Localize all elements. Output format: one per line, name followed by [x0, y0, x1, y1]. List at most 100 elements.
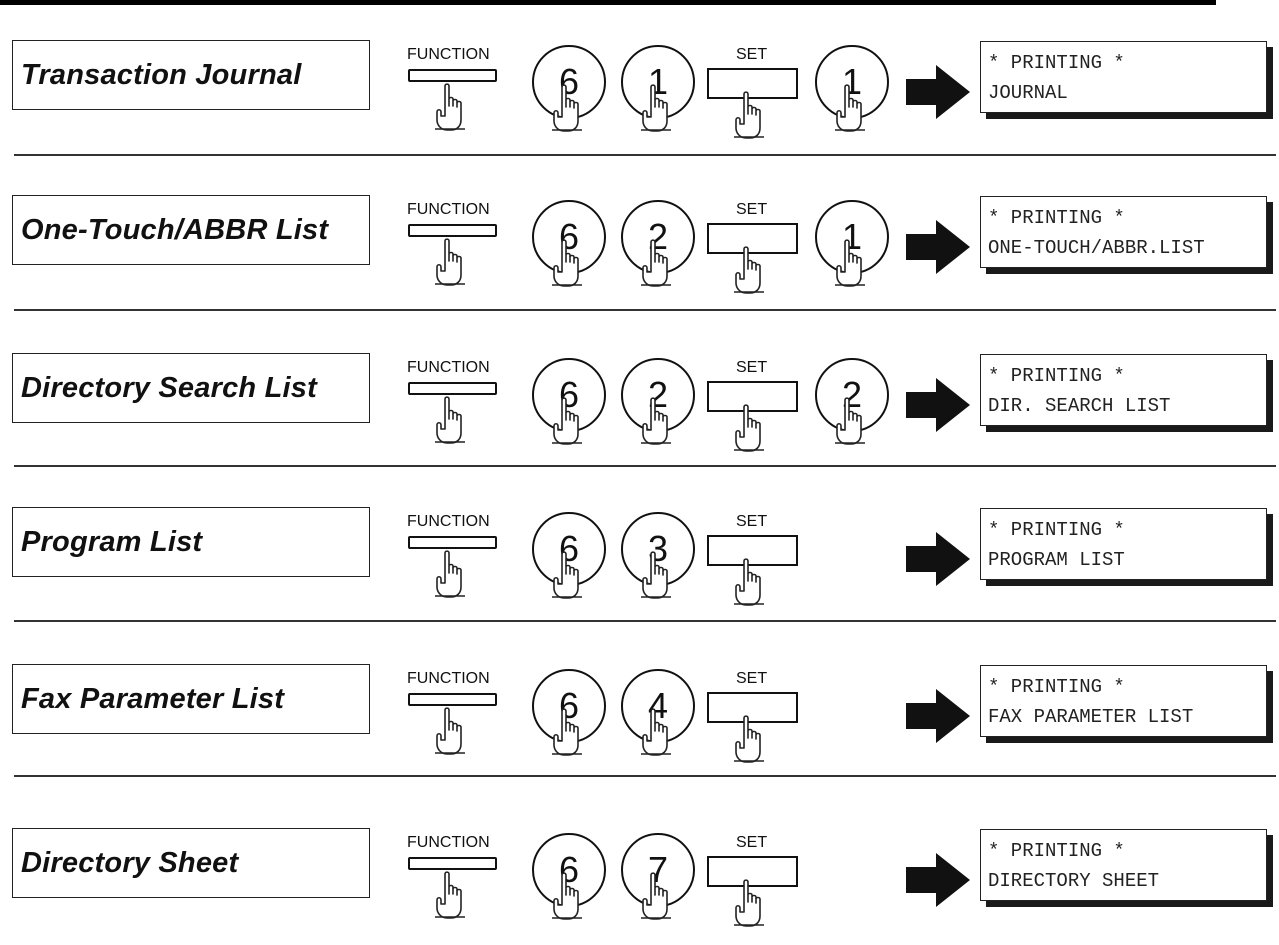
set-button[interactable]	[707, 223, 798, 254]
right-arrow-icon	[906, 689, 970, 743]
pointing-hand-icon	[637, 83, 681, 133]
display-line-1: * PRINTING *	[988, 52, 1125, 74]
display-line-2: PROGRAM LIST	[988, 549, 1125, 571]
function-key-label: FUNCTION	[407, 46, 490, 63]
function-button[interactable]	[408, 69, 497, 82]
row-divider	[14, 775, 1276, 777]
pointing-hand-icon	[431, 82, 475, 132]
function-key[interactable]: FUNCTION	[403, 359, 503, 449]
pointing-hand-icon	[548, 871, 592, 921]
set-button[interactable]	[707, 535, 798, 566]
set-key-label: SET	[736, 359, 768, 376]
pointing-hand-icon	[548, 396, 592, 446]
pointing-hand-icon	[730, 90, 774, 140]
pointing-hand-icon	[730, 557, 774, 607]
pointing-hand-icon	[831, 238, 875, 288]
report-title: Directory Sheet	[12, 828, 370, 898]
set-key-label: SET	[736, 201, 768, 218]
pointing-hand-icon	[431, 237, 475, 287]
lcd-display: * PRINTING * FAX PARAMETER LIST	[980, 665, 1267, 737]
pointing-hand-icon	[730, 403, 774, 453]
pointing-hand-icon	[431, 706, 475, 756]
function-key-label: FUNCTION	[407, 670, 490, 687]
top-rule	[0, 0, 1216, 5]
set-button[interactable]	[707, 68, 798, 99]
pointing-hand-icon	[431, 549, 475, 599]
function-key[interactable]: FUNCTION	[403, 46, 503, 136]
display-line-2: ONE-TOUCH/ABBR.LIST	[988, 237, 1205, 259]
display-line-2: JOURNAL	[988, 82, 1068, 104]
set-key-label: SET	[736, 834, 768, 851]
pointing-hand-icon	[637, 707, 681, 757]
pointing-hand-icon	[637, 550, 681, 600]
pointing-hand-icon	[637, 871, 681, 921]
set-key-label: SET	[736, 670, 768, 687]
function-key[interactable]: FUNCTION	[403, 201, 503, 291]
row-divider	[14, 620, 1276, 622]
pointing-hand-icon	[637, 238, 681, 288]
function-key[interactable]: FUNCTION	[403, 670, 503, 760]
pointing-hand-icon	[831, 396, 875, 446]
lcd-display: * PRINTING * DIRECTORY SHEET	[980, 829, 1267, 901]
function-button[interactable]	[408, 382, 497, 395]
row-divider	[14, 465, 1276, 467]
set-key[interactable]: SET	[706, 670, 800, 763]
display-line-1: * PRINTING *	[988, 676, 1125, 698]
set-key-label: SET	[736, 46, 768, 63]
pointing-hand-icon	[637, 396, 681, 446]
set-key[interactable]: SET	[706, 46, 800, 139]
right-arrow-icon	[906, 220, 970, 274]
display-line-1: * PRINTING *	[988, 365, 1125, 387]
set-key[interactable]: SET	[706, 834, 800, 927]
display-line-2: DIR. SEARCH LIST	[988, 395, 1171, 417]
pointing-hand-icon	[431, 395, 475, 445]
display-line-2: FAX PARAMETER LIST	[988, 706, 1194, 728]
pointing-hand-icon	[548, 550, 592, 600]
display-line-2: DIRECTORY SHEET	[988, 870, 1160, 892]
function-key[interactable]: FUNCTION	[403, 834, 503, 924]
set-button[interactable]	[707, 381, 798, 412]
function-key-label: FUNCTION	[407, 834, 490, 851]
set-key[interactable]: SET	[706, 201, 800, 294]
pointing-hand-icon	[548, 707, 592, 757]
lcd-display: * PRINTING * ONE-TOUCH/ABBR.LIST	[980, 196, 1267, 268]
set-key[interactable]: SET	[706, 513, 800, 606]
set-button[interactable]	[707, 856, 798, 887]
display-line-1: * PRINTING *	[988, 840, 1125, 862]
lcd-display: * PRINTING * PROGRAM LIST	[980, 508, 1267, 580]
function-button[interactable]	[408, 857, 497, 870]
report-title: Program List	[12, 507, 370, 577]
function-key-label: FUNCTION	[407, 513, 490, 530]
function-button[interactable]	[408, 536, 497, 549]
pointing-hand-icon	[548, 83, 592, 133]
set-key[interactable]: SET	[706, 359, 800, 452]
report-title: One-Touch/ABBR List	[12, 195, 370, 265]
pointing-hand-icon	[730, 245, 774, 295]
pointing-hand-icon	[730, 714, 774, 764]
pointing-hand-icon	[431, 870, 475, 920]
right-arrow-icon	[906, 532, 970, 586]
function-button[interactable]	[408, 693, 497, 706]
function-button[interactable]	[408, 224, 497, 237]
row-divider	[14, 309, 1276, 311]
right-arrow-icon	[906, 65, 970, 119]
report-title: Directory Search List	[12, 353, 370, 423]
display-line-1: * PRINTING *	[988, 207, 1125, 229]
pointing-hand-icon	[730, 878, 774, 928]
function-key[interactable]: FUNCTION	[403, 513, 503, 603]
function-key-label: FUNCTION	[407, 359, 490, 376]
set-button[interactable]	[707, 692, 798, 723]
lcd-display: * PRINTING * DIR. SEARCH LIST	[980, 354, 1267, 426]
function-key-label: FUNCTION	[407, 201, 490, 218]
lcd-display: * PRINTING * JOURNAL	[980, 41, 1267, 113]
display-line-1: * PRINTING *	[988, 519, 1125, 541]
pointing-hand-icon	[831, 83, 875, 133]
report-title: Transaction Journal	[12, 40, 370, 110]
right-arrow-icon	[906, 853, 970, 907]
